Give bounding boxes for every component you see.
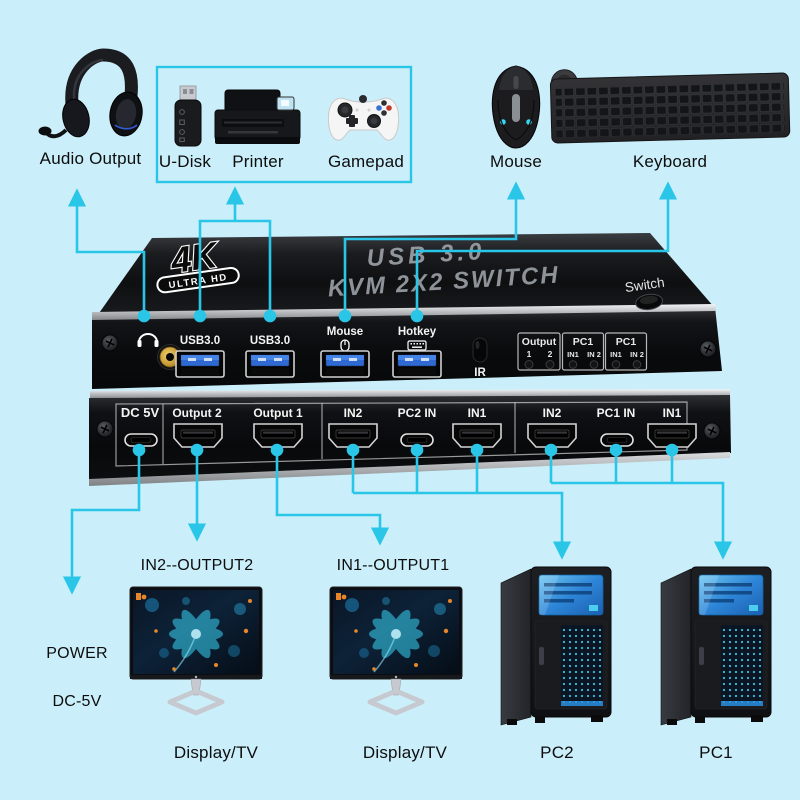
hdmi-output1-port (253, 423, 303, 448)
power-line (62, 450, 141, 595)
switch-button: Switch (624, 275, 665, 311)
in2-left-label: IN2 (344, 406, 363, 420)
pc1-tower-image (660, 566, 772, 726)
output2-label: Output 2 (172, 406, 222, 420)
hotkey-usb-port (392, 350, 442, 378)
usb3-port (245, 350, 295, 378)
printer-image (214, 89, 301, 144)
monitor-right-image (330, 587, 462, 713)
hdmi-in1-pc1-port (647, 423, 697, 448)
screw-icon (96, 420, 114, 438)
in2-right-label: IN2 (543, 406, 562, 420)
pc1-line (551, 481, 733, 560)
usb-port2-label: USB3.0 (250, 335, 290, 347)
display-right-label: Display/TV (362, 743, 448, 762)
pc-panel-left-led1: IN1 (567, 350, 579, 359)
pc2-line (353, 491, 572, 560)
in1-right-label: IN1 (663, 406, 682, 420)
hdmi-in2-pc1-port (527, 423, 577, 448)
pc-panel-left-led2: IN 2 (587, 350, 601, 359)
output-led-panel: Output 1 2 (517, 332, 561, 371)
mouse-image (491, 65, 541, 149)
output-led2-label: 2 (548, 349, 553, 359)
ir-window (472, 337, 488, 363)
display-left-label: Display/TV (173, 743, 259, 762)
keyboard-label: Keyboard (632, 152, 708, 171)
gamepad-label: Gamepad (327, 152, 405, 171)
pc1-led-panel-right: PC1 IN1 IN 2 (604, 332, 648, 371)
pc2-in-label: PC2 IN (398, 406, 437, 420)
audio-line (67, 188, 146, 316)
audio-output-label: Audio Output (39, 149, 142, 168)
hotkey-port-label: Hotkey (398, 326, 437, 338)
mapping-right-label: IN1--OUTPUT1 (336, 557, 450, 574)
mouse-label: Mouse (489, 152, 543, 171)
pc1-in-label: PC1 IN (597, 406, 636, 420)
mapping-left-label: IN2--OUTPUT2 (140, 557, 254, 574)
screw-icon (699, 340, 717, 358)
keyboard-image (549, 69, 791, 144)
pc-panel-left-title: PC1 (573, 336, 594, 348)
switch-button-label: Switch (624, 275, 665, 295)
kvm-front-view: 4K ULTRA HD USB 3.0 KVM 2X2 SWITCH Switc… (92, 232, 722, 389)
headphone-icon (137, 333, 159, 347)
pc1-led-panel-left: PC1 IN1 IN 2 (561, 332, 605, 371)
in1-left-label: IN1 (468, 406, 487, 420)
udisk-image (174, 85, 202, 147)
pc1-label: PC1 (699, 743, 733, 762)
keyboard-line (415, 181, 678, 316)
connector-lines (62, 181, 733, 595)
screw-icon (101, 334, 119, 352)
pc-panel-right-title: PC1 (616, 336, 637, 348)
4k-ultra-hd-badge: 4K ULTRA HD (156, 232, 240, 294)
hdmi-in1-pc2-port (452, 423, 502, 448)
udisk-label: U-Disk (158, 152, 212, 171)
printer-label: Printer (232, 152, 284, 171)
pc2-tower-image (500, 566, 612, 726)
output-panel-title: Output (522, 336, 557, 348)
screw-icon (703, 422, 721, 440)
ir-label: IR (474, 367, 486, 379)
keyboard-port-icon (407, 340, 427, 351)
usb3-port (175, 350, 225, 378)
pc-panel-right-led2: IN 2 (630, 350, 644, 359)
dc5v-label: DC 5V (121, 405, 160, 420)
output-led1-label: 1 (527, 349, 532, 359)
headset-image (38, 48, 143, 139)
gamepad-image (327, 95, 400, 141)
power-label-line1: POWER (46, 645, 108, 662)
monitor-left-image (130, 587, 262, 713)
output1-label: Output 1 (253, 406, 303, 420)
connector-dots (132, 309, 679, 457)
output1-line (275, 450, 390, 546)
pc2-label: PC2 (540, 743, 574, 762)
hdmi-output2-port (173, 423, 223, 448)
usb-device-group-box (155, 65, 413, 184)
usb-port1-label: USB3.0 (180, 335, 220, 347)
hdmi-in2-pc2-port (328, 423, 378, 448)
mouse-usb-port (320, 350, 370, 378)
kvm-back-view: DC 5V Output 2 Output 1 IN2 PC2 IN IN1 I… (89, 389, 731, 486)
pc-panel-right-led1: IN1 (610, 350, 622, 359)
power-label-line2: DC-5V (52, 693, 102, 710)
mouse-port-label: Mouse (327, 326, 363, 338)
mouse-line (343, 181, 526, 316)
power-label: POWER DC-5V (27, 618, 127, 738)
